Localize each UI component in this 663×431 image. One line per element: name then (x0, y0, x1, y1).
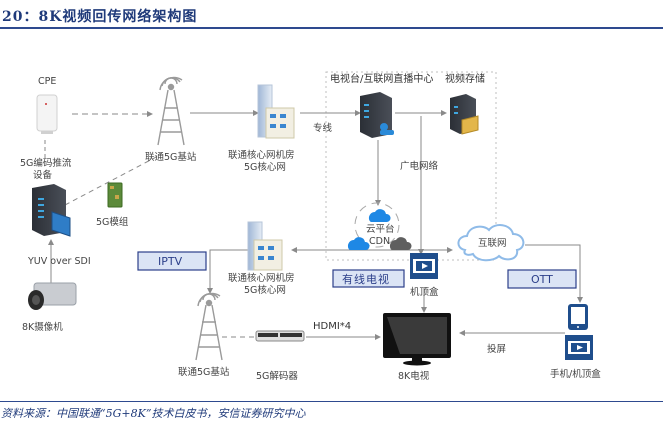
cpe-device-icon (36, 94, 58, 134)
camera-icon (28, 282, 77, 310)
encoder-server-icon (32, 184, 71, 237)
cast-label: 投屏 (487, 343, 506, 355)
ott-label: OTT (531, 273, 553, 286)
phone-icon (568, 304, 588, 330)
cloud-cdn-icon (347, 202, 412, 250)
cable-tv-label: 有线电视 (342, 272, 390, 286)
encoder-label-line2: 设备 (33, 169, 53, 181)
source-rule (0, 401, 663, 402)
ott-box: OTT (507, 269, 577, 289)
datacenter-building-top-icon (257, 84, 295, 139)
module-label: 5G模组 (96, 216, 129, 228)
broadcast-center-region (325, 71, 497, 261)
title-rule (0, 27, 663, 29)
internet-cloud-icon (457, 224, 525, 262)
storage-folder-icon (450, 94, 479, 135)
core-top-label-line1: 联通核心网机房 (228, 149, 295, 161)
core-bottom-label-line1: 联通核心网机房 (228, 272, 295, 284)
source-note: 资料来源：中国联通“5G+8K”技术白皮书，安信证券研究中心 (1, 407, 306, 420)
camera-label: 8K摄像机 (22, 321, 63, 333)
core-top-label-line2: 5G核心网 (244, 161, 286, 173)
cable-tv-box: 有线电视 (332, 269, 405, 288)
phone-stb-icon (565, 335, 593, 360)
decoder-box-icon (255, 330, 305, 342)
datacenter-building-bottom-icon (247, 221, 283, 271)
monitor-icon (383, 313, 451, 366)
bs-top-label: 联通5G基站 (145, 151, 197, 163)
decoder-label: 5G解码器 (256, 370, 298, 382)
cell-tower-bottom-icon (195, 292, 223, 361)
cell-tower-top-icon (157, 76, 185, 146)
broadcast-center-label: 电视台/互联网直播中心 (330, 72, 433, 85)
figure-title: 20：8K视频回传网络架构图 (2, 9, 198, 25)
core-to-bs-link (207, 249, 258, 294)
broadcast-net-label: 广电网络 (400, 160, 439, 172)
broadcast-server-icon (360, 92, 394, 138)
storage-label: 视频存储 (445, 72, 485, 85)
internet-to-phone-link (525, 244, 583, 303)
iptv-box: IPTV (137, 251, 207, 271)
cdn-label-line2: CDN (369, 236, 390, 247)
sdi-label: YUV over SDI (27, 256, 91, 267)
iptv-label: IPTV (158, 255, 183, 268)
tv-label: 8K电视 (398, 370, 430, 382)
set-top-box-icon (410, 253, 438, 279)
core-bottom-label-line2: 5G核心网 (244, 284, 286, 296)
chip-module-icon (107, 182, 123, 208)
cdn-label-line1: 云平台 (366, 223, 395, 235)
hdmi-label: HDMI*4 (313, 321, 351, 332)
stb-label: 机顶盒 (410, 286, 439, 298)
internet-label: 互联网 (478, 238, 507, 249)
cpe-label: CPE (38, 76, 56, 87)
phone-stb-label: 手机/机顶盒 (550, 368, 601, 380)
bs-bottom-label: 联通5G基站 (178, 366, 230, 378)
encoder-label-line1: 5G编码推流 (20, 157, 72, 169)
dedicated-line-label: 专线 (313, 122, 333, 134)
